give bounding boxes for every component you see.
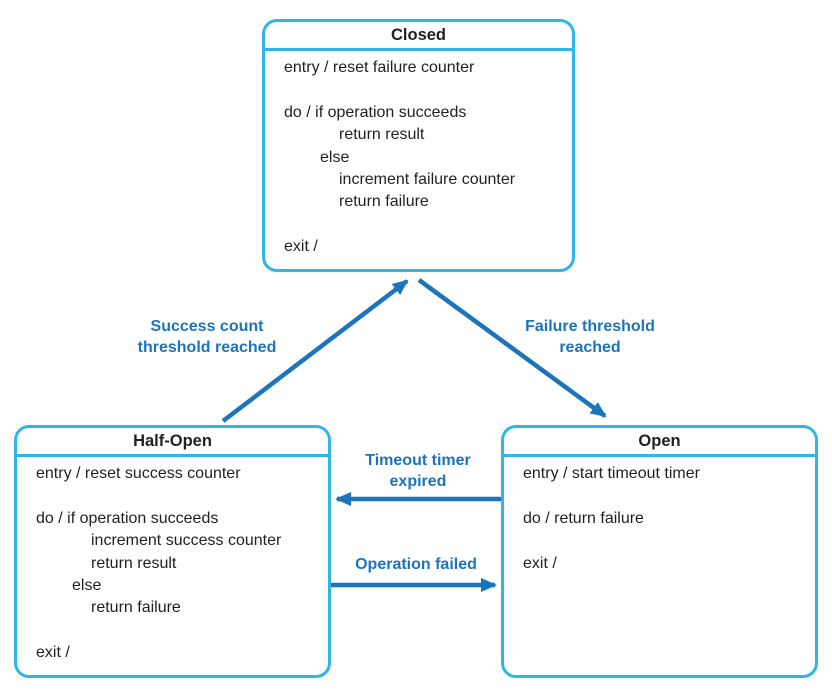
state-half-open-body: entry / reset success counter do / if op… bbox=[17, 457, 328, 665]
state-open-title: Open bbox=[504, 428, 815, 457]
transition-label-line: threshold reached bbox=[137, 339, 277, 356]
state-line: entry / reset failure counter bbox=[284, 59, 475, 76]
state-line: return result bbox=[91, 554, 177, 572]
state-line: exit / bbox=[523, 554, 557, 572]
transition-label-operation-failed: Operation failed bbox=[316, 554, 516, 575]
state-line: do / return failure bbox=[523, 509, 644, 527]
transition-label-line: reached bbox=[559, 339, 621, 356]
state-line: increment success counter bbox=[91, 532, 282, 550]
state-line: increment failure counter bbox=[339, 171, 516, 189]
state-open-body: entry / start timeout timer do / return … bbox=[504, 457, 815, 575]
state-line: exit / bbox=[36, 644, 70, 662]
state-line: return failure bbox=[339, 193, 429, 211]
transition-label-line: Operation failed bbox=[355, 556, 477, 573]
state-closed-title: Closed bbox=[265, 22, 572, 51]
transition-label-success-count-threshold: Success count threshold reached bbox=[107, 316, 307, 358]
state-line: return result bbox=[339, 126, 425, 144]
transition-label-line: Timeout timer bbox=[365, 452, 471, 469]
state-line: else bbox=[320, 148, 350, 166]
state-closed: Closed entry / reset failure counter do … bbox=[262, 19, 575, 272]
state-line: do / if operation succeeds bbox=[36, 509, 219, 527]
state-line: entry / start timeout timer bbox=[523, 465, 700, 482]
transition-label-line: expired bbox=[389, 473, 447, 490]
transition-label-failure-threshold: Failure threshold reached bbox=[490, 316, 690, 358]
state-closed-body: entry / reset failure counter do / if op… bbox=[265, 51, 572, 259]
state-line: return failure bbox=[91, 599, 181, 617]
state-half-open-title: Half-Open bbox=[17, 428, 328, 457]
state-line: entry / reset success counter bbox=[36, 465, 241, 482]
transition-label-timeout-expired: Timeout timer expired bbox=[318, 450, 518, 492]
state-line: do / if operation succeeds bbox=[284, 103, 467, 121]
state-line bbox=[284, 214, 564, 236]
state-half-open: Half-Open entry / reset success counter … bbox=[14, 425, 331, 678]
state-line: exit / bbox=[284, 238, 318, 256]
state-line bbox=[523, 530, 807, 552]
state-line bbox=[523, 485, 807, 507]
state-open: Open entry / start timeout timer do / re… bbox=[501, 425, 818, 678]
state-line bbox=[284, 79, 564, 101]
state-line bbox=[36, 485, 320, 507]
state-line: else bbox=[72, 577, 102, 595]
state-line bbox=[36, 620, 320, 642]
transition-label-line: Success count bbox=[150, 318, 264, 335]
transition-label-line: Failure threshold bbox=[525, 318, 655, 335]
